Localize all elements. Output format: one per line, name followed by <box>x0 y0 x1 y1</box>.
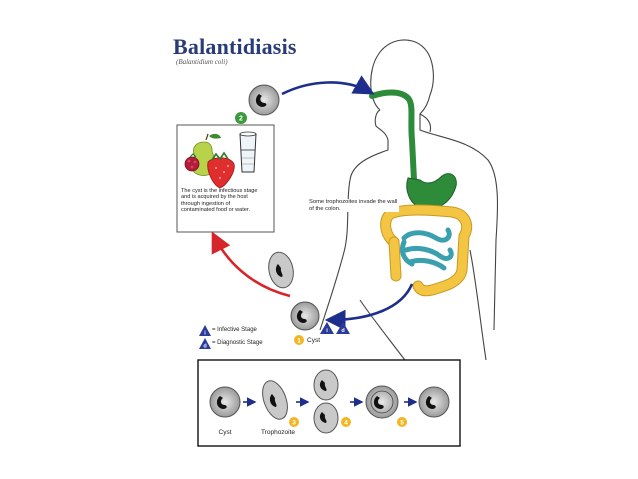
colon <box>380 204 473 297</box>
stage-4-number: 4 <box>344 420 348 427</box>
esophagus-stomach <box>369 89 457 210</box>
marker-diagnostic-symbol: d <box>341 328 344 334</box>
diagram-title: Balantidiasis <box>173 34 297 59</box>
strawberry-icon <box>207 151 235 189</box>
excretion-arrow <box>324 283 414 331</box>
stage-3-marker <box>289 417 299 427</box>
raspberry-icon <box>184 153 200 172</box>
stage-3-number: 3 <box>292 420 296 427</box>
legend-infective-label: = Infective Stage <box>212 327 257 333</box>
cyst-excreted <box>290 301 320 331</box>
cyst-exit-label: Cyst <box>307 337 320 344</box>
return-arrow <box>211 231 291 298</box>
inset-dividing-trophozoites <box>313 369 339 434</box>
ingestion-arrow <box>281 75 375 96</box>
stage-4-marker <box>341 417 351 427</box>
legend-infective-icon: i <box>199 325 211 337</box>
infection-description: The cyst is the infectious stage and is … <box>181 188 258 214</box>
small-intestine <box>399 227 454 271</box>
cyst-ingested <box>248 84 280 116</box>
stage-1-marker <box>294 335 304 345</box>
stage-1-number: 1 <box>297 338 301 345</box>
infective-marker-near-cyst: i <box>320 322 334 334</box>
stage-2-number: 2 <box>239 116 243 123</box>
stage-5-number: 5 <box>400 420 404 427</box>
water-glass-icon <box>239 131 257 173</box>
marker-infective-symbol: i <box>326 328 328 334</box>
inset-trophozoite-label: Trophozoite <box>261 429 295 436</box>
inset-cyst <box>209 386 241 418</box>
legend-diagnostic-symbol: d <box>203 344 206 350</box>
legend-diagnostic-label: = Diagnostic Stage <box>212 340 263 346</box>
legend-diagnostic-icon: d <box>199 338 211 350</box>
diagram-subtitle: (Balantidium coli) <box>176 58 228 66</box>
stage-5-marker <box>397 417 407 427</box>
diagnostic-marker-near-cyst: d <box>336 322 350 334</box>
trophozoite-left <box>268 251 294 289</box>
inset-cyst-label: Cyst <box>219 429 232 436</box>
inset-mature-cyst <box>418 386 450 418</box>
inset-encysting-form <box>365 385 399 419</box>
stage-2-marker <box>235 112 247 124</box>
legend-infective-symbol: i <box>204 331 206 337</box>
inset-trophozoite <box>262 380 288 420</box>
colon-invasion-note: Some trophozoites invade the wall of the… <box>309 199 399 213</box>
